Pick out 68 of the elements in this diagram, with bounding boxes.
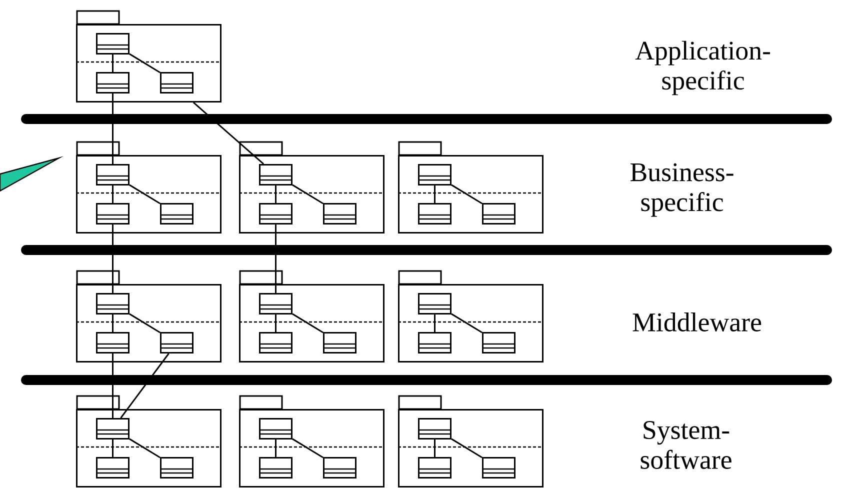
class-icon bbox=[418, 332, 452, 354]
connector-line bbox=[292, 184, 324, 204]
class-icon bbox=[96, 164, 130, 186]
connector-line bbox=[434, 186, 436, 203]
class-icon bbox=[96, 418, 130, 440]
connector-line bbox=[275, 224, 276, 293]
connector-line bbox=[451, 438, 482, 458]
class-icon bbox=[418, 418, 452, 440]
class-icon bbox=[323, 203, 356, 224]
connector-line bbox=[129, 438, 160, 458]
package-folder bbox=[239, 395, 384, 488]
class-icon bbox=[259, 203, 292, 224]
connector-line bbox=[129, 53, 160, 74]
package-folder bbox=[398, 141, 544, 234]
class-icon bbox=[418, 203, 452, 224]
connector-line bbox=[275, 186, 276, 203]
connector-line bbox=[434, 440, 436, 457]
connector-line bbox=[112, 354, 114, 418]
connector-line bbox=[112, 440, 114, 457]
class-icon bbox=[160, 332, 194, 354]
connector-line bbox=[275, 440, 276, 457]
class-icon bbox=[418, 293, 452, 314]
class-icon bbox=[259, 293, 292, 314]
connector-line bbox=[451, 184, 482, 204]
class-icon bbox=[160, 457, 194, 478]
class-icon bbox=[96, 203, 130, 224]
class-icon bbox=[259, 164, 292, 186]
class-icon bbox=[160, 203, 194, 224]
class-icon bbox=[96, 293, 130, 314]
connector-line bbox=[292, 438, 324, 458]
class-icon bbox=[418, 457, 452, 478]
class-icon bbox=[96, 33, 130, 54]
connector-line bbox=[129, 184, 160, 204]
layer-label: Middleware bbox=[632, 312, 762, 332]
layer-label: System- software bbox=[640, 421, 732, 469]
package-folder bbox=[398, 270, 544, 362]
connector-line bbox=[112, 186, 114, 203]
class-icon bbox=[323, 457, 356, 478]
class-icon bbox=[482, 332, 516, 354]
class-icon bbox=[96, 332, 130, 354]
class-icon bbox=[482, 457, 516, 478]
package-folder bbox=[398, 395, 544, 488]
class-icon bbox=[96, 72, 130, 94]
class-icon bbox=[418, 164, 452, 186]
package-folder bbox=[239, 270, 384, 362]
connector-line bbox=[434, 314, 436, 332]
class-icon bbox=[259, 457, 292, 478]
connector-line bbox=[451, 313, 482, 334]
layer-label: Application- specific bbox=[635, 40, 770, 96]
package-folder bbox=[76, 10, 222, 102]
class-icon bbox=[323, 332, 356, 354]
connector-line bbox=[112, 224, 114, 293]
connector-line bbox=[112, 94, 114, 164]
connector-line bbox=[112, 54, 114, 72]
connector-line bbox=[275, 314, 276, 332]
connector-line bbox=[112, 314, 114, 332]
class-icon bbox=[160, 72, 194, 94]
connector-line bbox=[129, 313, 160, 334]
package-folder bbox=[76, 141, 222, 234]
package-folder bbox=[239, 141, 384, 234]
package-folder bbox=[76, 270, 222, 362]
class-icon bbox=[259, 418, 292, 440]
class-icon bbox=[482, 203, 516, 224]
connector-line bbox=[292, 313, 324, 334]
package-folder bbox=[76, 395, 222, 488]
class-icon bbox=[259, 332, 292, 354]
layer-label: Business- specific bbox=[630, 163, 734, 217]
class-icon bbox=[96, 457, 130, 478]
